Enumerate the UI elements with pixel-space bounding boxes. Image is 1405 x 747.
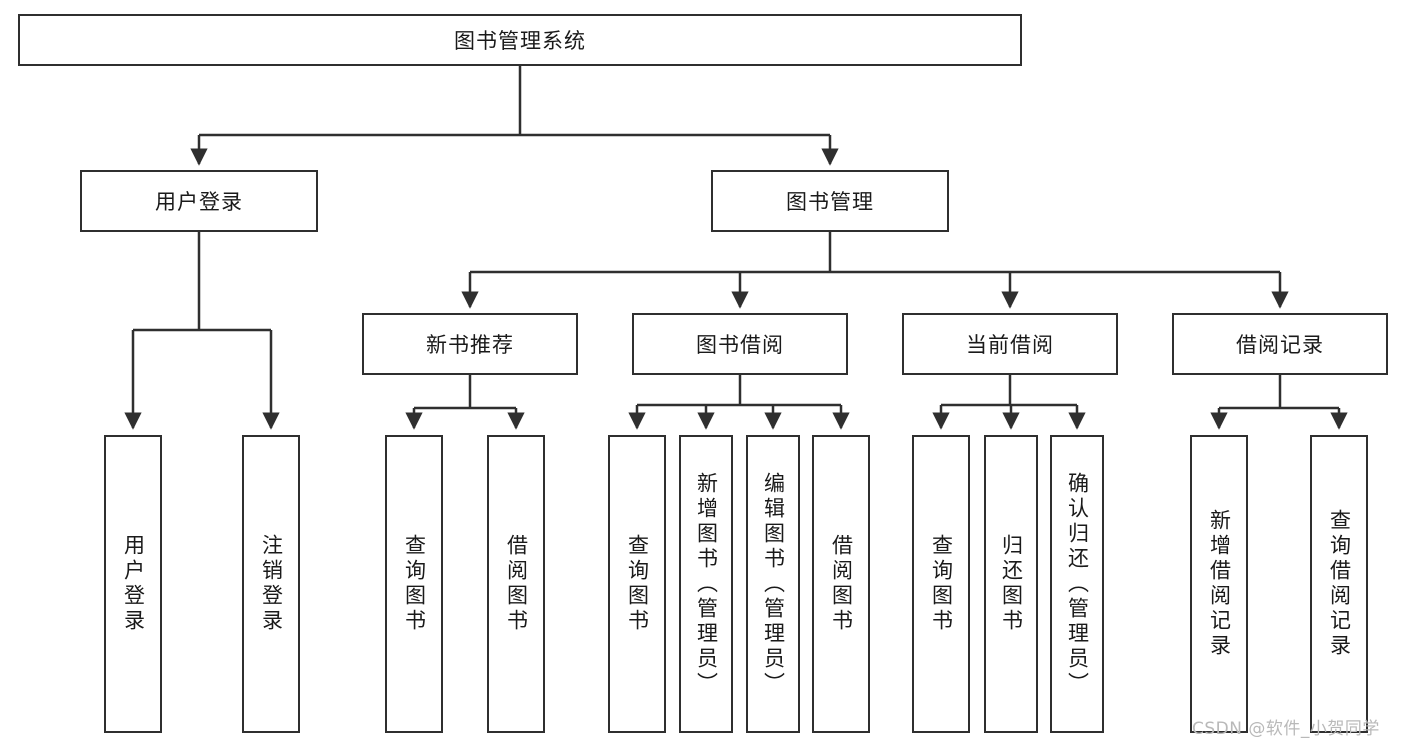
leaf-node[interactable]: 查询图书 <box>385 435 443 733</box>
leaf-node-label: 确认归还（管理员） <box>1065 471 1090 697</box>
leaf-node-label: 查询图书 <box>402 534 427 634</box>
leaf-node[interactable]: 注销登录 <box>242 435 300 733</box>
node-user-login[interactable]: 用户登录 <box>80 170 318 232</box>
leaf-node[interactable]: 借阅图书 <box>487 435 545 733</box>
leaf-node-label: 新增图书（管理员） <box>694 471 719 697</box>
leaf-node[interactable]: 查询图书 <box>912 435 970 733</box>
leaf-node-label: 编辑图书（管理员） <box>761 471 786 697</box>
leaf-node-label: 新增借阅记录 <box>1207 509 1232 659</box>
node-book-management-label: 图书管理 <box>786 190 874 214</box>
leaf-node-label: 借阅图书 <box>504 534 529 634</box>
node-book-management[interactable]: 图书管理 <box>711 170 949 232</box>
leaf-node-label: 查询图书 <box>929 534 954 634</box>
leaf-node[interactable]: 新增图书（管理员） <box>679 435 733 733</box>
leaf-node[interactable]: 确认归还（管理员） <box>1050 435 1104 733</box>
node-user-login-label: 用户登录 <box>155 190 243 214</box>
node-new-book-recommend-label: 新书推荐 <box>426 333 514 357</box>
node-borrow-record-label: 借阅记录 <box>1236 333 1324 357</box>
node-book-borrow-label: 图书借阅 <box>696 333 784 357</box>
leaf-node[interactable]: 新增借阅记录 <box>1190 435 1248 733</box>
leaf-node[interactable]: 用户登录 <box>104 435 162 733</box>
leaf-node-label: 借阅图书 <box>829 534 854 634</box>
leaf-node-label: 归还图书 <box>999 534 1024 634</box>
node-borrow-record[interactable]: 借阅记录 <box>1172 313 1388 375</box>
leaf-node-label: 查询借阅记录 <box>1327 509 1352 659</box>
leaf-node-label: 注销登录 <box>259 534 284 634</box>
node-new-book-recommend[interactable]: 新书推荐 <box>362 313 578 375</box>
leaf-node-label: 用户登录 <box>121 534 146 634</box>
node-book-borrow[interactable]: 图书借阅 <box>632 313 848 375</box>
node-root-label: 图书管理系统 <box>454 29 586 53</box>
node-current-borrow[interactable]: 当前借阅 <box>902 313 1118 375</box>
leaf-node[interactable]: 查询图书 <box>608 435 666 733</box>
leaf-node-label: 查询图书 <box>625 534 650 634</box>
node-root-system[interactable]: 图书管理系统 <box>18 14 1022 66</box>
leaf-node[interactable]: 借阅图书 <box>812 435 870 733</box>
leaf-node[interactable]: 编辑图书（管理员） <box>746 435 800 733</box>
leaf-node[interactable]: 归还图书 <box>984 435 1038 733</box>
node-current-borrow-label: 当前借阅 <box>966 333 1054 357</box>
csdn-watermark: CSDN @软件_小贺同学 <box>1192 719 1380 739</box>
leaf-node[interactable]: 查询借阅记录 <box>1310 435 1368 733</box>
